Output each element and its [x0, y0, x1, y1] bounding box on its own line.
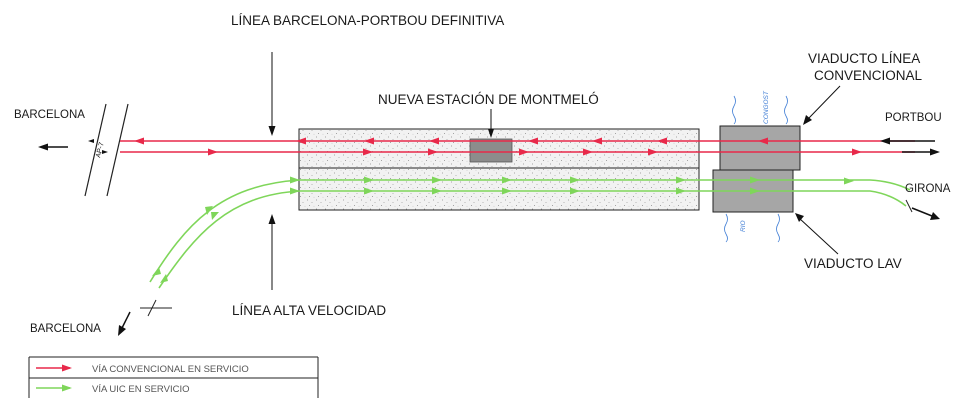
barcelona-left-label: BARCELONA — [14, 109, 85, 121]
nueva-estacion-label: NUEVA ESTACIÓN DE MONTMELÓ — [378, 92, 599, 107]
uic-track-arrows — [152, 176, 854, 283]
linea-alta-velocidad-leader — [268, 214, 276, 290]
viaducto-linea-leader — [803, 85, 841, 125]
viaducto-lav-leader — [795, 213, 839, 255]
legend: VÍA CONVENCIONAL EN SERVICIO VÍA UIC EN … — [28, 356, 319, 398]
linea-definitiva-leader — [268, 52, 276, 136]
estacion-building — [469, 138, 513, 163]
nueva-estacion-leader — [488, 109, 494, 138]
river-congost-label: CONGOST — [763, 90, 770, 124]
barcelona-bottom-break — [147, 299, 157, 317]
portbou-direction-arrows — [880, 137, 940, 156]
ap7-edge-right — [106, 103, 129, 197]
conventional-track-2-arrows — [208, 148, 862, 156]
ap7-small-arrows — [88, 139, 108, 154]
uic-track-2 — [158, 190, 907, 289]
legend-conventional-label: VÍA CONVENCIONAL EN SERVICIO — [92, 364, 249, 375]
river-congost-upper — [732, 95, 736, 125]
barcelona-bottom-direction-arrow — [118, 311, 131, 336]
river-congost-upper-2 — [784, 95, 788, 125]
viaducto-linea-label: VIADUCTO LÍNEA — [808, 51, 920, 66]
river-lower-2 — [776, 213, 780, 243]
river-lower — [724, 213, 728, 243]
legend-uic-label: VÍA UIC EN SERVICIO — [92, 384, 190, 395]
conventional-track-1-arrows — [134, 137, 768, 145]
uic-track-1 — [149, 179, 911, 283]
girona-label: GIRONA — [905, 183, 951, 195]
river-rio-label: RIO — [740, 220, 747, 232]
legend-conventional-swatch — [36, 364, 72, 372]
ap7-label: AP-7 — [95, 142, 106, 159]
barcelona-direction-arrow — [38, 143, 68, 151]
viaducto-linea-convencional-block — [719, 125, 801, 171]
linea-alta-velocidad-label: LÍNEA ALTA VELOCIDAD — [232, 303, 386, 318]
linea-definitiva-label: LÍNEA BARCELONA-PORTBOU DEFINITIVA — [231, 13, 504, 28]
viaducto-lav-label: VIADUCTO LAV — [804, 256, 902, 271]
legend-uic-swatch — [36, 384, 72, 392]
portbou-label: PORTBOU — [885, 112, 942, 124]
girona-direction-arrow — [911, 207, 940, 220]
ap7-edge-left — [84, 103, 107, 197]
barcelona-bottom-label: BARCELONA — [30, 323, 101, 335]
girona-end-marker — [905, 199, 913, 213]
convencional-label: CONVENCIONAL — [814, 68, 923, 83]
